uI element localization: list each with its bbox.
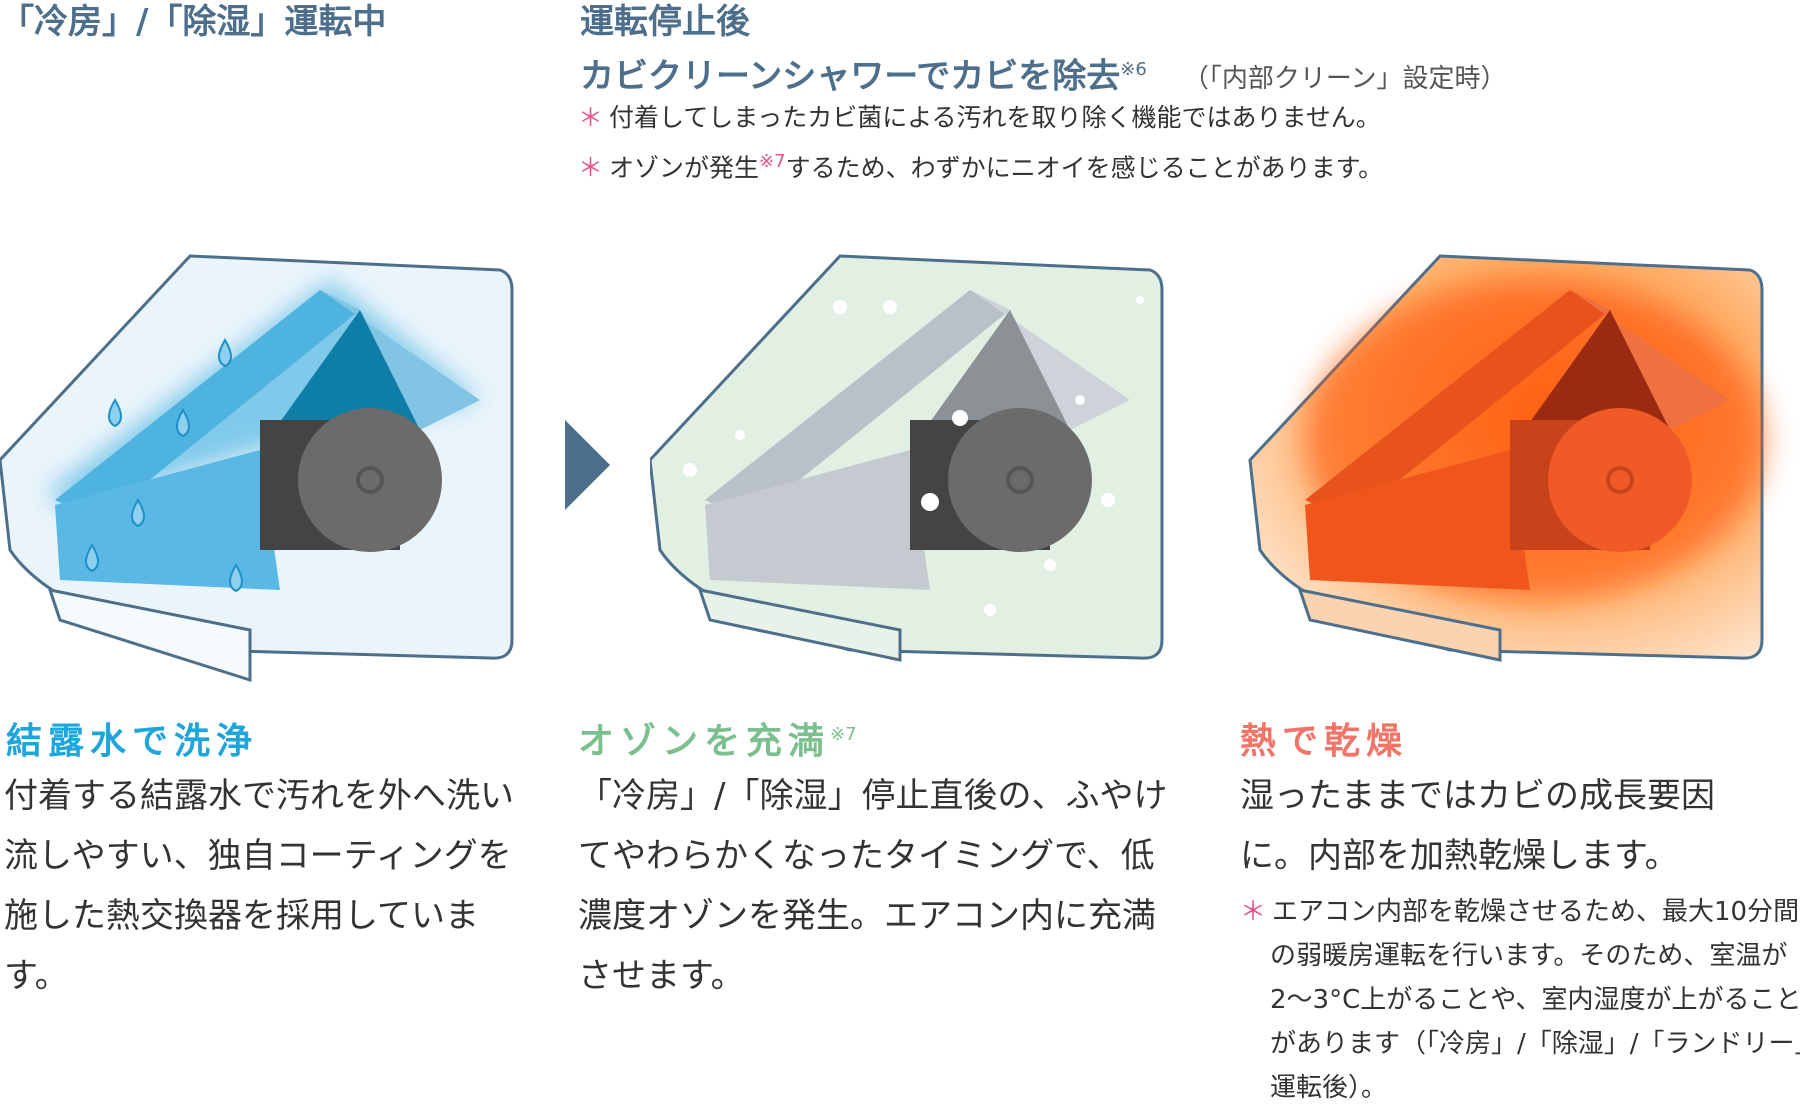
cooling-status-heading: 「冷房」/「除湿」運転中 (0, 2, 387, 42)
drying-aircon-illustration (1248, 254, 1765, 662)
ozone-aircon-illustration (650, 254, 1164, 662)
note-text: 付着してしまったカビ菌による汚れを取り除く機能ではありません。 (609, 103, 1381, 132)
note-1: ＊付着してしまったカビ菌による汚れを取り除く機能ではありません。 (578, 96, 1381, 140)
arrow-right-icon (565, 420, 610, 510)
note-text: するため、わずかにニオイを感じることがあります。 (785, 153, 1384, 183)
panel-1-body: 付着する結露水で汚れを外へ洗い流しやすい、独自コーティングを施した熱交換器を採用… (4, 776, 514, 996)
note-text: オゾンが発生 (609, 153, 760, 183)
asterisk-icon: ＊ (578, 153, 604, 183)
panel-3-note-text: エアコン内部を乾燥させるため、最大10分間の弱暖房運転を行います。そのため、室温… (1270, 897, 1800, 1103)
cooling-aircon-illustration (0, 254, 514, 683)
panel-2-title: オゾンを充満※7 (578, 712, 857, 764)
note-2: ＊オゾンが発生※7するため、わずかにニオイを感じることがあります。 (578, 140, 1383, 190)
asterisk-icon: ＊ (578, 103, 604, 132)
panel-3-title: 熱で乾燥 (1240, 721, 1409, 762)
footnote-ref: ※7 (830, 724, 857, 745)
footnote-ref: ※7 (759, 151, 786, 172)
asterisk-icon: ＊ (1240, 897, 1267, 927)
panel-3-note: ＊エアコン内部を乾燥させるため、最大10分間の弱暖房運転を行います。そのため、室… (1240, 890, 1800, 1110)
panel-1-title: 結露水で洗浄 (6, 721, 259, 762)
panel-3-body: 湿ったままではカビの成長要因に。内部を加熱乾燥します。 (1240, 776, 1715, 876)
mold-shower-heading: カビクリーンシャワーでカビを除去※6 （「内部クリーン」設定時） (580, 44, 1507, 105)
mold-shower-text: カビクリーンシャワーでカビを除去 (580, 56, 1121, 97)
panel-2-body: 「冷房」/「除湿」停止直後の、ふやけてやわらかくなったタイミングで、低濃度オゾン… (578, 776, 1168, 996)
setting-label: （「内部クリーン」設定時） (1182, 64, 1507, 95)
footnote-ref: ※6 (1120, 59, 1147, 80)
panel-2-title-text: オゾンを充満 (578, 721, 831, 762)
after-stop-heading: 運転停止後 (580, 2, 750, 42)
